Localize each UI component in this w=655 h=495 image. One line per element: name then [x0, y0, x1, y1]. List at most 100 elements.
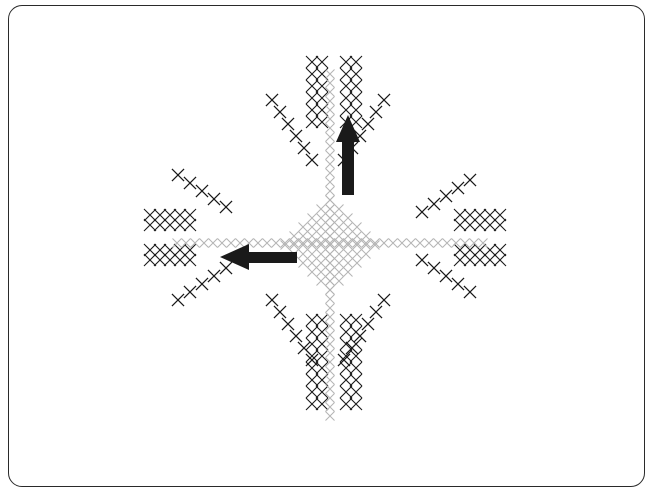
stitch-mark — [326, 250, 335, 259]
stitch-mark — [350, 362, 362, 374]
stitch-mark — [316, 314, 328, 326]
stitch-mark — [335, 277, 344, 286]
stitch-mark — [350, 92, 362, 104]
stitch-mark — [326, 97, 335, 106]
stitch-mark — [191, 239, 200, 248]
stitch-mark — [407, 239, 416, 248]
stitch-mark — [350, 374, 362, 386]
stitch-mark — [326, 160, 335, 169]
stitch-mark — [380, 239, 389, 248]
stitch-mark — [306, 398, 318, 410]
stitch-mark — [494, 209, 506, 221]
stitch-mark — [326, 214, 335, 223]
stitch-mark — [350, 314, 362, 326]
stitch-mark — [220, 201, 232, 213]
stitch-mark — [344, 223, 353, 232]
stitch-mark — [326, 205, 335, 214]
stitch-mark — [370, 306, 382, 318]
stitch-mark — [326, 142, 335, 151]
stitch-mark — [326, 376, 335, 385]
stitch-mark — [494, 254, 506, 266]
stitch-mark — [362, 239, 371, 248]
stitch-mark — [281, 239, 290, 248]
stitch-mark — [184, 254, 196, 266]
stitch-mark — [326, 394, 335, 403]
stitch-mark — [340, 362, 352, 374]
stitch-mark — [317, 241, 326, 250]
stitch-mark — [340, 314, 352, 326]
stitch-mark — [298, 142, 310, 154]
stitch-mark — [306, 92, 318, 104]
stitch-mark — [196, 278, 208, 290]
stitch-mark — [274, 106, 286, 118]
stitch-mark — [306, 154, 318, 166]
stitch-mark — [338, 354, 350, 366]
stitch-mark — [184, 244, 196, 256]
stitch-mark — [227, 239, 236, 248]
stitch-mark — [317, 259, 326, 268]
light-stitch-group — [173, 70, 488, 421]
stitch-mark — [494, 219, 506, 231]
stitch-mark — [494, 244, 506, 256]
stitch-mark — [464, 174, 476, 186]
stitch-mark — [362, 250, 371, 259]
stitch-mark — [272, 239, 281, 248]
stitch-mark — [378, 294, 390, 306]
stitch-mark — [353, 241, 362, 250]
stitch-mark — [378, 94, 390, 106]
stitch-mark — [290, 239, 299, 248]
stitch-mark — [184, 177, 196, 189]
stitch-mark — [326, 187, 335, 196]
stitch-mark — [440, 190, 452, 202]
stitch-mark — [208, 193, 220, 205]
stitch-mark — [350, 80, 362, 92]
stitch-mark — [316, 56, 328, 68]
stitch-mark — [353, 259, 362, 268]
stitch-mark — [326, 106, 335, 115]
stitch-mark — [362, 118, 374, 130]
stitch-mark — [340, 326, 352, 338]
stitch-mark — [335, 239, 344, 248]
stitch-mark — [196, 185, 208, 197]
stitch-mark — [317, 223, 326, 232]
stitch-mark — [340, 92, 352, 104]
stitch-mark — [434, 239, 443, 248]
stitch-mark — [371, 241, 380, 250]
stitch-mark — [350, 68, 362, 80]
stitch-mark — [428, 262, 440, 274]
stitch-mark — [326, 223, 335, 232]
stitch-mark — [335, 241, 344, 250]
stitch-mark — [326, 295, 335, 304]
stitch-mark — [306, 326, 318, 338]
stitch-mark — [317, 239, 326, 248]
stitch-mark — [326, 331, 335, 340]
dark-stitch-group — [144, 56, 506, 410]
stitch-mark — [266, 294, 278, 306]
stitch-mark — [316, 80, 328, 92]
stitch-mark — [317, 277, 326, 286]
stitch-mark — [326, 133, 335, 142]
stitch-mark — [340, 386, 352, 398]
stitch-mark — [350, 56, 362, 68]
stitch-mark — [184, 219, 196, 231]
stitch-mark — [452, 182, 464, 194]
stitch-mark — [362, 318, 374, 330]
stitch-mark — [326, 124, 335, 133]
stitch-mark — [344, 250, 353, 259]
stitch-mark — [184, 209, 196, 221]
stitch-mark — [464, 286, 476, 298]
stitch-mark — [308, 259, 317, 268]
stitch-mark — [461, 239, 470, 248]
stitch-mark — [350, 386, 362, 398]
stitch-mark — [299, 223, 308, 232]
stitch-mark — [308, 223, 317, 232]
stitch-mark — [335, 259, 344, 268]
stitch-mark — [316, 92, 328, 104]
stitch-mark — [326, 340, 335, 349]
stitch-mark — [306, 314, 318, 326]
stitch-mark — [316, 350, 328, 362]
stitch-mark — [340, 56, 352, 68]
stitch-mark — [299, 250, 308, 259]
stitch-mark — [350, 104, 362, 116]
stitch-mark — [173, 239, 182, 248]
